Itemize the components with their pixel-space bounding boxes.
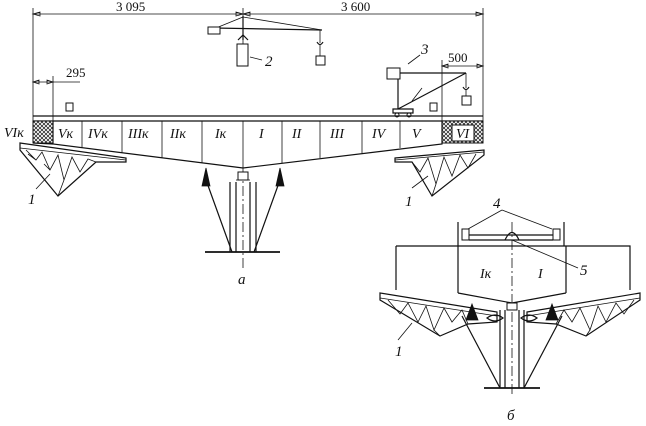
callout-1-detail: 1 [395, 344, 403, 360]
dimension-left-offset: 295 [33, 65, 86, 122]
segment-label: I [258, 127, 265, 142]
view-a: 3 095 3 600 295 500 [4, 0, 484, 288]
segment-label: IV [371, 127, 387, 142]
view-label-a: а [238, 272, 246, 288]
segment-label: Vк [58, 127, 74, 142]
segment-hatch-left [33, 121, 53, 143]
deck-block-right [430, 103, 437, 111]
callout-5: 5 [580, 263, 588, 279]
segment-label: VIк [4, 126, 24, 141]
segment-label: IIIк [127, 127, 149, 142]
truss-right: 1 [395, 150, 484, 210]
dim-right-span: 3 600 [341, 0, 370, 14]
segment-label: III [329, 127, 345, 142]
tower-crane: 2 [208, 16, 325, 70]
view-label-b: б [507, 408, 515, 424]
callout-4: 4 [493, 196, 501, 212]
dim-left-offset: 295 [66, 65, 86, 80]
segment-label: V [412, 127, 422, 142]
pier-a: а [202, 168, 284, 288]
callout-1-left: 1 [28, 192, 36, 208]
dimension-top: 3 095 3 600 [33, 0, 483, 122]
segment-label: IVк [87, 127, 108, 142]
segment-label: II [291, 127, 303, 142]
dim-left-span: 3 095 [116, 0, 145, 14]
segment-label-detail: Iк [479, 267, 492, 282]
dimension-right-offset: 500 [442, 50, 483, 122]
deck [33, 116, 483, 168]
callout-1-right: 1 [405, 194, 413, 210]
dim-right-offset: 500 [448, 50, 468, 65]
view-b: 4 5 Iк I 1 б [380, 196, 640, 424]
segment-label-detail: I [537, 267, 544, 282]
truss-left: 1 [20, 143, 126, 208]
callout-3: 3 [420, 42, 429, 58]
deck-block-left [66, 103, 73, 111]
segment-label: Iк [214, 127, 227, 142]
segment-label: VI [456, 127, 471, 142]
segment-labels: VIк Vк IVк IIIк IIк Iк I II III IV V VI [4, 126, 471, 142]
segment-label: IIк [169, 127, 186, 142]
callout-2: 2 [265, 54, 273, 70]
